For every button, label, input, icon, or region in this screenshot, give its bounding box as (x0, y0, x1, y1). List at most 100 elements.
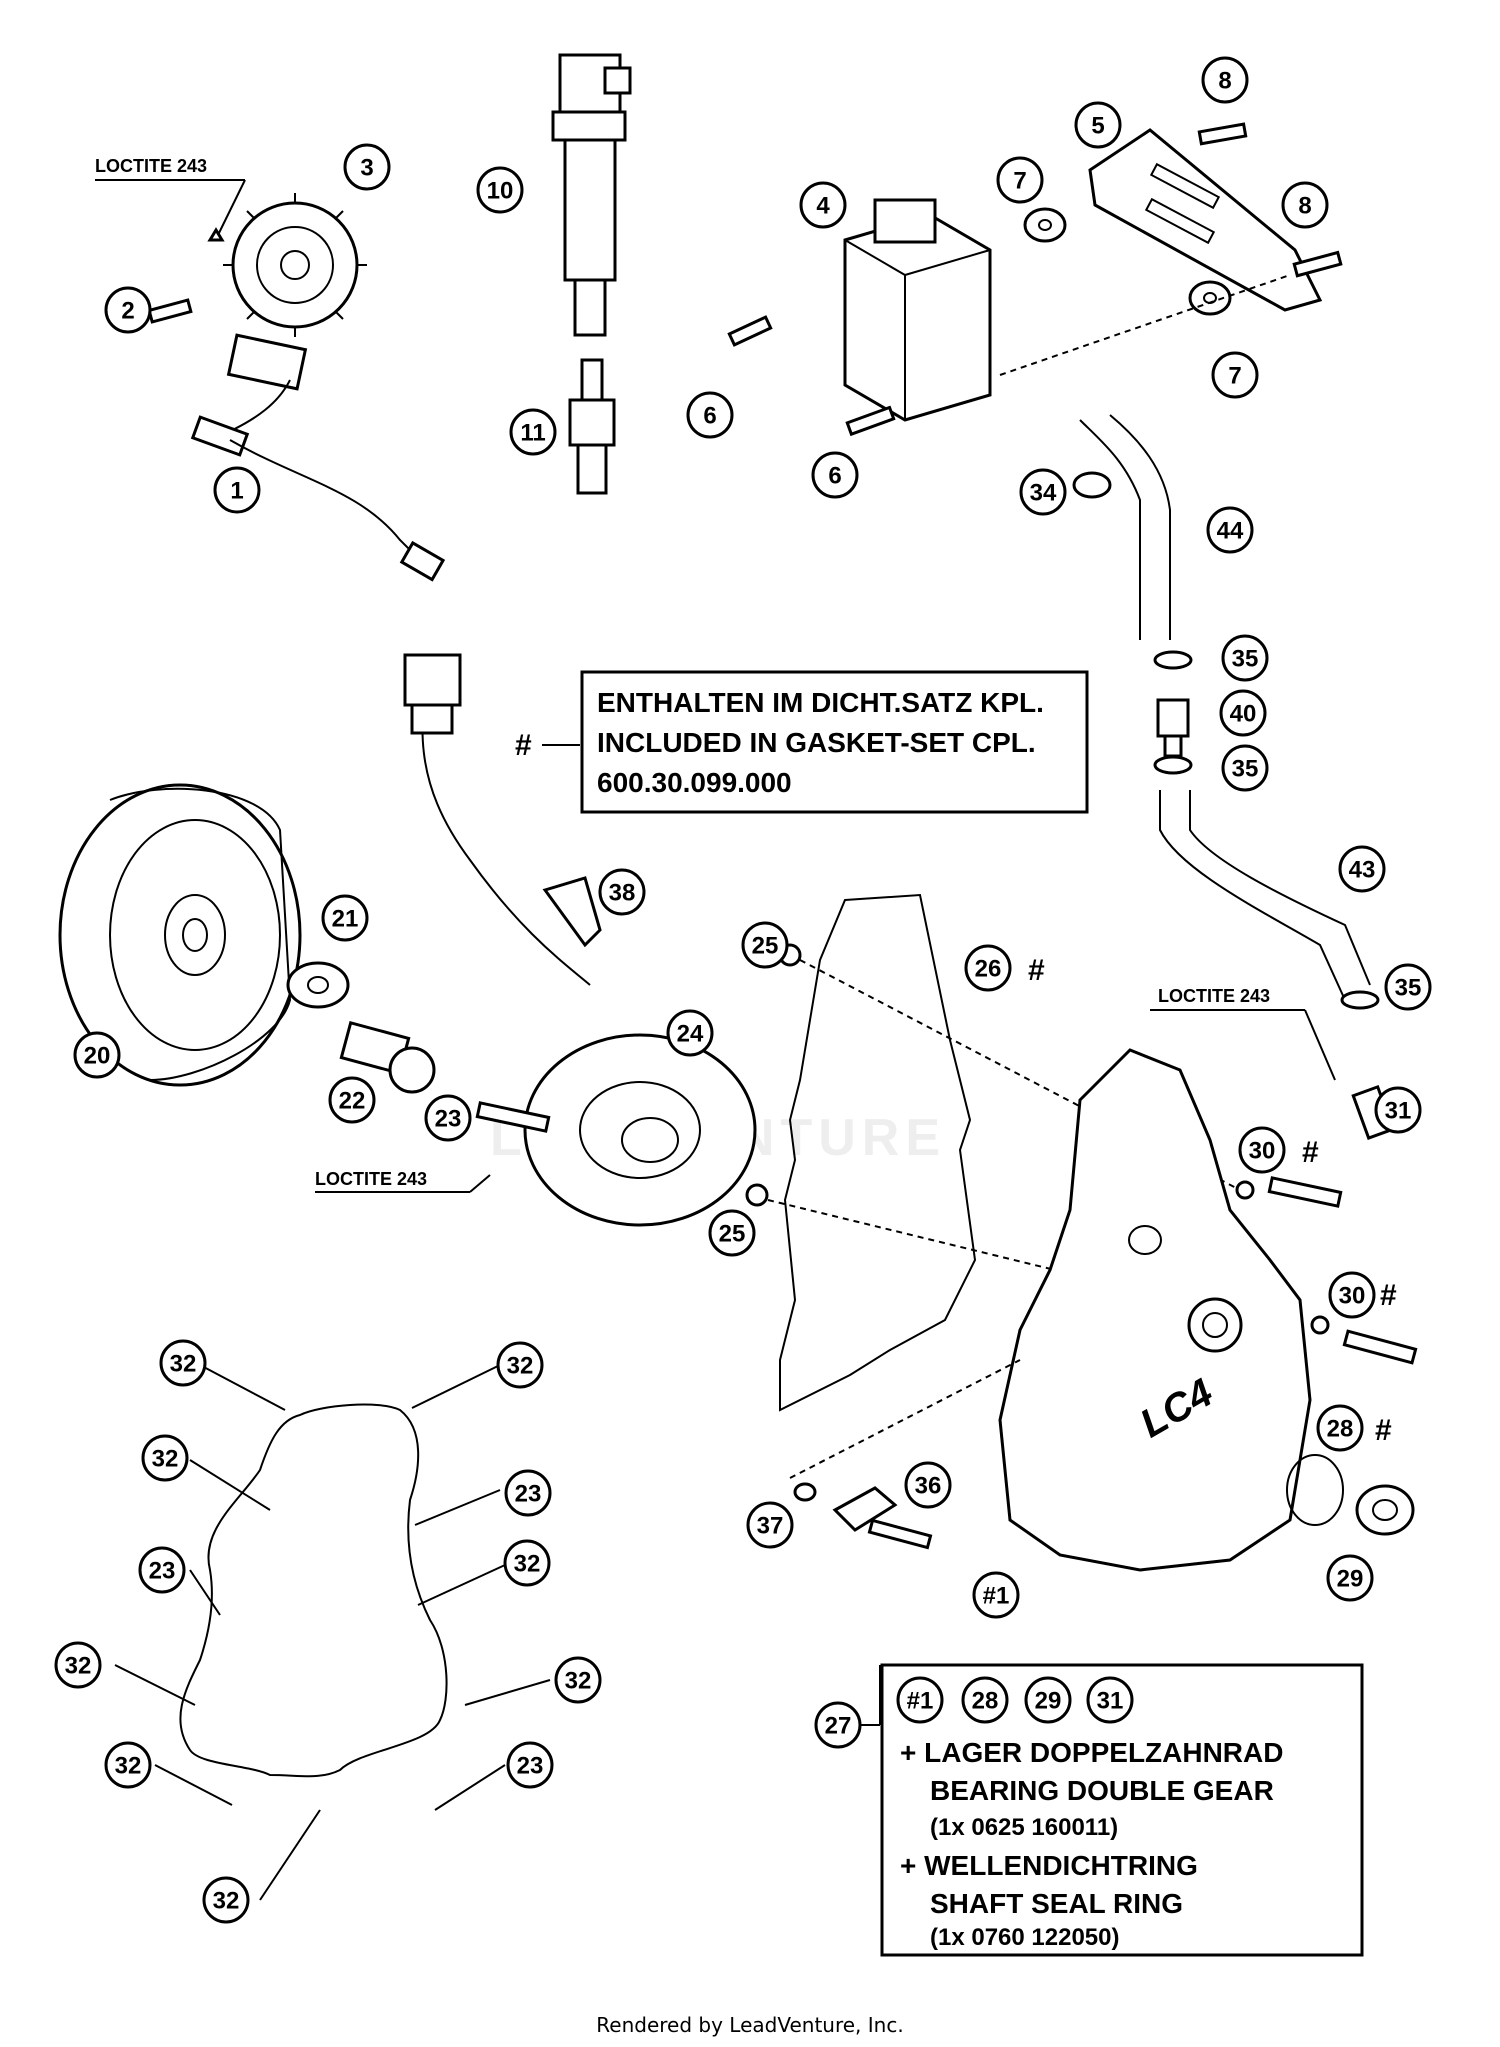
kit-ref-callout: 27 (814, 1701, 862, 1749)
kit-box-line3: (1x 0625 160011) (930, 1814, 1118, 1841)
callout-label: 32 (65, 1653, 92, 1680)
callout-c22: 22 (328, 1076, 376, 1124)
callout-g32f: 32 (554, 1656, 602, 1704)
callout-label: 31 (1385, 1098, 1412, 1125)
callout-c31: 31 (1374, 1086, 1422, 1134)
hash-30b: # (1380, 1279, 1397, 1312)
callout-label: 22 (339, 1088, 366, 1115)
kit-box-line5: SHAFT SEAL RING (930, 1888, 1183, 1919)
clip-38 (542, 876, 602, 948)
callout-label: 30 (1249, 1138, 1276, 1165)
loctite-note-3: LOCTITE 243 (1158, 986, 1270, 1006)
callout-c_h1: #1 (972, 1571, 1020, 1619)
callout-label: 32 (507, 1353, 534, 1380)
hose-clamp-35c (1340, 990, 1380, 1010)
callout-c8b: 8 (1281, 181, 1329, 229)
callout-label: 43 (1349, 857, 1376, 884)
callout-label: 2 (121, 298, 134, 325)
oring-28 (1286, 1454, 1344, 1526)
callout-label: 21 (332, 906, 359, 933)
callout-label: 32 (170, 1351, 197, 1378)
hash-28: # (1375, 1414, 1392, 1447)
callout-c7b: 7 (1211, 351, 1259, 399)
callout-c44: 44 (1206, 506, 1254, 554)
callout-c3: 3 (343, 143, 391, 191)
flywheel (58, 783, 302, 1087)
callout-g32b: 32 (496, 1341, 544, 1389)
callout-label: 23 (515, 1481, 542, 1508)
callout-label: 32 (213, 1888, 240, 1915)
callout-label: 40 (1230, 701, 1257, 728)
callout-c25b: 25 (708, 1209, 756, 1257)
stator (403, 653, 757, 1227)
leader-lines (95, 179, 1336, 1901)
callout-c38: 38 (598, 868, 646, 916)
kit-box-line2: BEARING DOUBLE GEAR (930, 1775, 1274, 1806)
kit-box-line6: (1x 0760 122050) (930, 1924, 1120, 1951)
callout-c26: 26 (964, 944, 1012, 992)
bolt-30b (1310, 1315, 1418, 1365)
callout-label: 25 (752, 933, 779, 960)
plug-29 (1355, 1484, 1415, 1536)
callout-label: 6 (703, 403, 716, 430)
callout-g23c: 23 (506, 1741, 554, 1789)
kit-item-callout: 31 (1086, 1676, 1134, 1724)
callout-label: 26 (975, 956, 1002, 983)
callout-g32g: 32 (104, 1741, 152, 1789)
callout-label: 10 (487, 178, 514, 205)
callout-label: #1 (983, 1583, 1010, 1610)
callout-label: 1 (230, 478, 243, 505)
callout-label: 30 (1339, 1283, 1366, 1310)
ignition-cover: LC4 (998, 1048, 1312, 1572)
callout-label: 5 (1091, 113, 1104, 140)
gasket-set-box: ENTHALTEN IM DICHT.SATZ KPL. INCLUDED IN… (580, 670, 1089, 814)
callout-label: 7 (1013, 168, 1026, 195)
callout-label: 7 (1228, 363, 1241, 390)
callout-g32c: 32 (141, 1434, 189, 1482)
callout-g23b: 23 (138, 1546, 186, 1594)
callout-c28: 28 (1316, 1404, 1364, 1452)
gasket-box-line3: 600.30.099.000 (597, 767, 792, 798)
callout-label: 34 (1030, 480, 1057, 507)
kit-item-label: 29 (1035, 1688, 1062, 1715)
callout-c30b: 30 (1328, 1271, 1376, 1319)
callout-label: 35 (1232, 646, 1259, 673)
screw-8b (1292, 250, 1343, 278)
kit-box-line1: + LAGER DOPPELZAHNRAD (900, 1737, 1283, 1768)
clamp-34 (1072, 471, 1112, 499)
grommet-7a (1023, 207, 1067, 243)
callout-label: 35 (1232, 756, 1259, 783)
crankcase-gasket (179, 1403, 448, 1778)
breather-hose-43 (1159, 790, 1371, 1001)
kit-box-line4: + WELLENDICHTRING (900, 1850, 1198, 1881)
hash-26: # (1028, 954, 1045, 987)
kit-item-callout: 28 (961, 1676, 1009, 1724)
screw-2 (147, 227, 225, 324)
callout-c29: 29 (1326, 1554, 1374, 1602)
washer-21 (286, 961, 350, 1009)
callout-c36: 36 (904, 1461, 952, 1509)
callout-c30a: 30 (1238, 1126, 1286, 1174)
callout-label: 29 (1337, 1566, 1364, 1593)
screw-6b (845, 405, 896, 437)
loctite-note-1: LOCTITE 243 (95, 156, 207, 176)
hose-clamp-35a (1153, 650, 1193, 670)
callout-c35b: 35 (1221, 744, 1269, 792)
screw-6a (727, 315, 773, 347)
callout-g32e: 32 (54, 1641, 102, 1689)
callout-label: 23 (149, 1558, 176, 1585)
gasket-box-line1: ENTHALTEN IM DICHT.SATZ KPL. (597, 687, 1044, 718)
callout-label: 32 (514, 1551, 541, 1578)
kit-item-label: 28 (972, 1688, 999, 1715)
callout-c10: 10 (476, 166, 524, 214)
callout-c40: 40 (1219, 689, 1267, 737)
callout-c20: 20 (73, 1031, 121, 1079)
callout-label: 36 (915, 1473, 942, 1500)
callout-c6a: 6 (686, 391, 734, 439)
breather-hose-44 (1079, 414, 1171, 640)
screw-36 (867, 1518, 933, 1550)
kit-item-callout: 29 (1024, 1676, 1072, 1724)
loctite-note-2: LOCTITE 243 (315, 1169, 427, 1189)
callout-label: 8 (1218, 68, 1231, 95)
